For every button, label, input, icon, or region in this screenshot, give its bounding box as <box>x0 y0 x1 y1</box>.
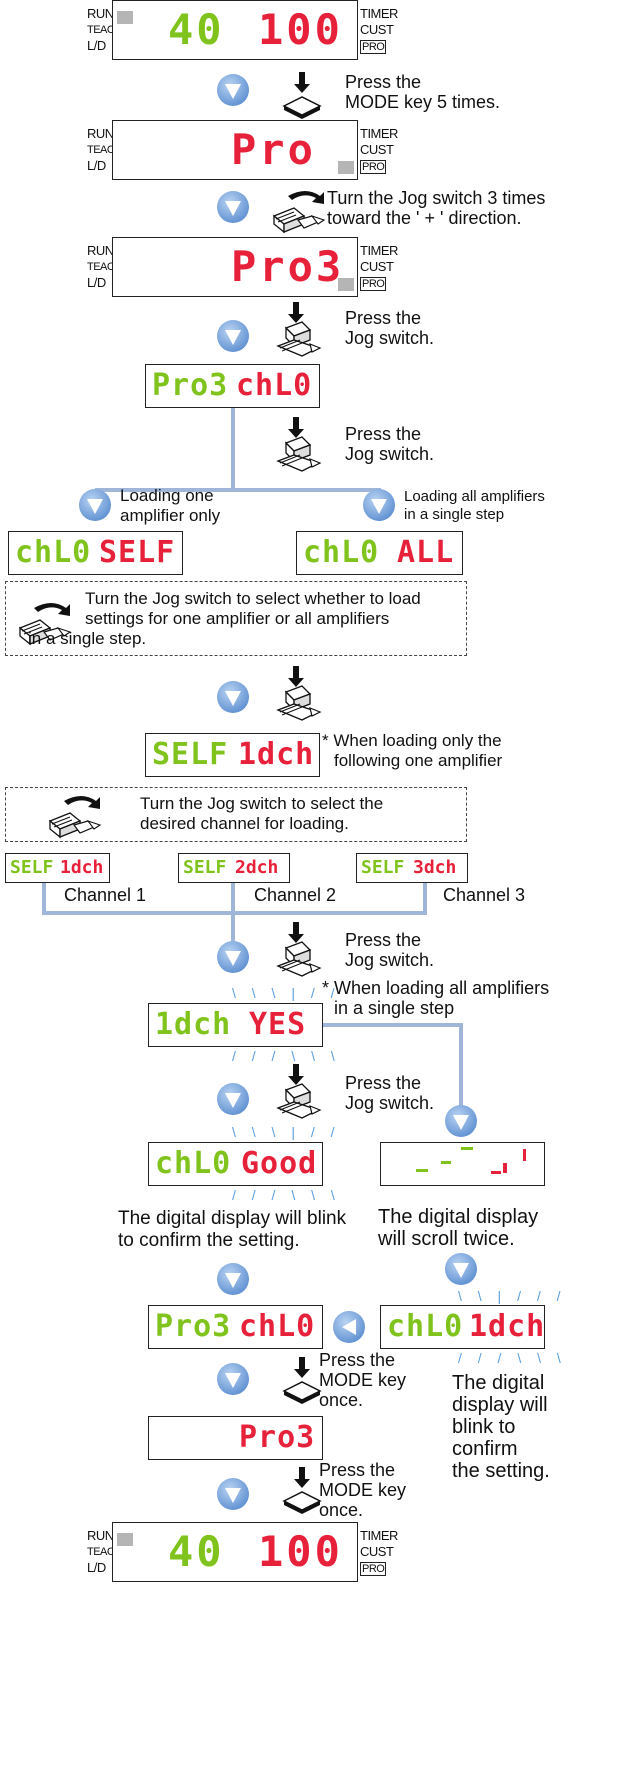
display-chl0-self: chL0 SELF <box>8 531 183 575</box>
display-self-1dch: SELF 1dch <box>145 733 320 777</box>
jog-turn-icon <box>268 186 328 236</box>
connector-line <box>459 1023 463 1108</box>
indicator-square <box>117 11 133 24</box>
scroll-segment <box>523 1149 526 1161</box>
down-arrow-icon <box>216 1262 250 1296</box>
down-arrow-icon <box>216 940 250 974</box>
scroll-segment <box>416 1169 428 1172</box>
blink-marks: \ \ \ | / / <box>232 1124 341 1140</box>
jog-press-icon <box>272 415 322 475</box>
indicator-square <box>338 161 354 174</box>
selection-note-box <box>5 581 467 656</box>
jog-press-icon <box>272 1062 322 1122</box>
down-arrow-icon <box>216 1362 250 1396</box>
down-arrow-icon <box>216 1082 250 1116</box>
down-arrow-icon <box>216 680 250 714</box>
connector-line <box>42 911 427 915</box>
display-scrolling <box>380 1142 545 1186</box>
mode-key-press-icon <box>280 70 324 120</box>
main-display-final: 40 100 <box>112 1522 358 1582</box>
connector-line <box>42 883 46 913</box>
connector-line <box>231 408 235 490</box>
channel-note-box <box>5 787 467 842</box>
scroll-segment <box>441 1161 451 1164</box>
jog-press-icon <box>272 300 322 360</box>
connector-line <box>323 1023 463 1027</box>
display-chl0-all: chL0 ALL <box>296 531 463 575</box>
jog-press-icon <box>272 920 322 980</box>
blink-marks: \ \ \ | / / <box>232 985 341 1001</box>
blink-marks: / / / \ \ \ <box>232 1048 341 1064</box>
display-pro3-chl0-return: Pro3 chL0 <box>148 1305 323 1349</box>
down-arrow-icon <box>78 488 112 522</box>
down-arrow-icon <box>216 1477 250 1511</box>
indicator-square <box>338 278 354 291</box>
left-arrow-icon <box>332 1310 366 1344</box>
display-1dch-yes: 1dch YES <box>148 1003 323 1047</box>
mode-key-press-icon <box>280 1465 324 1515</box>
display-pro3: Pro3 <box>112 237 358 297</box>
label-channel-2: Channel 2 <box>254 885 337 905</box>
scroll-segment <box>461 1147 473 1150</box>
blink-marks: / / / \ \ \ <box>232 1187 341 1203</box>
jog-press-icon <box>272 664 322 724</box>
scroll-segment <box>491 1171 501 1174</box>
display-channel-1: SELF 1dch <box>5 853 110 883</box>
indicator-square <box>117 1533 133 1546</box>
instruction-select-amplifier-end: in a single step. <box>28 629 147 648</box>
blink-marks: \ \ | / / / <box>458 1288 567 1304</box>
down-arrow-icon <box>444 1252 478 1286</box>
display-chl0-good: chL0 Good <box>148 1142 323 1186</box>
down-arrow-icon <box>216 73 250 107</box>
down-arrow-icon <box>362 488 396 522</box>
display-pro: Pro <box>112 120 358 180</box>
display-pro3-return: Pro3 <box>148 1416 323 1460</box>
instruction-select-amplifier: Turn the Jog switch to select whether to… <box>85 589 421 628</box>
jog-turn-icon <box>44 791 104 841</box>
display-channel-3: SELF 3dch <box>356 853 468 883</box>
label-channel-3: Channel 3 <box>443 885 526 905</box>
display-chl0-1dch: chL0 1dch <box>380 1305 545 1349</box>
scroll-segment <box>503 1163 507 1173</box>
down-arrow-icon <box>216 319 250 353</box>
display-channel-2: SELF 2dch <box>178 853 290 883</box>
down-arrow-icon <box>216 190 250 224</box>
connector-line <box>95 488 381 492</box>
down-arrow-icon <box>444 1104 478 1138</box>
blink-marks: / / / \ \ \ <box>458 1350 567 1366</box>
mode-key-press-icon <box>280 1355 324 1405</box>
label-channel-1: Channel 1 <box>64 885 147 905</box>
display-pro3-chl0: Pro3 chL0 <box>145 364 320 408</box>
main-display-initial: 40 100 <box>112 0 358 60</box>
timer-cust-pro-labels: TIMER CUST PRO <box>360 6 398 54</box>
connector-line <box>423 883 427 913</box>
